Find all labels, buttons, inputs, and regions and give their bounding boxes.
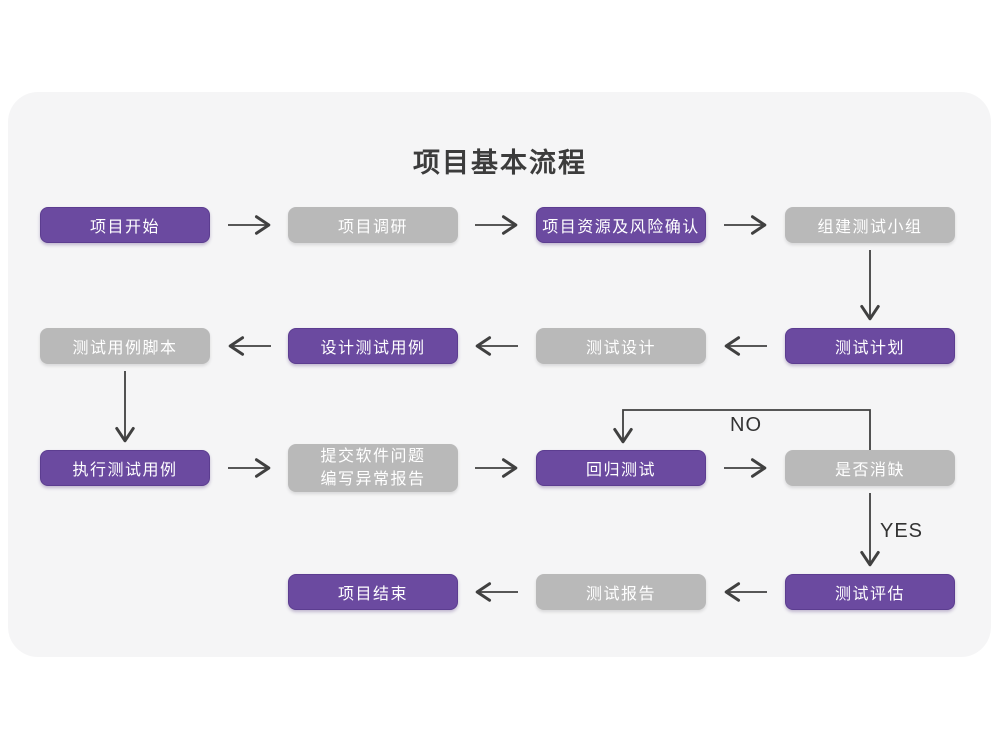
node-build-test-team: 组建测试小组 [785,207,955,243]
node-project-end: 项目结束 [288,574,458,610]
node-regression-test: 回归测试 [536,450,706,486]
no-branch-label: NO [730,414,762,436]
node-test-plan: 测试计划 [785,328,955,364]
node-run-test-cases: 执行测试用例 [40,450,210,486]
yes-branch-label: YES [880,520,924,542]
node-defect-cleared: 是否消缺 [785,450,955,486]
diagram-title: 项目基本流程 [413,148,587,178]
node-test-report: 测试报告 [536,574,706,610]
node-project-start: 项目开始 [40,207,210,243]
node-test-case-script: 测试用例脚本 [40,328,210,364]
node-design-test-cases: 设计测试用例 [288,328,458,364]
flowchart-card [8,92,991,657]
node-submit-issue-report: 提交软件问题 编写异常报告 [288,444,458,492]
node-project-research: 项目调研 [288,207,458,243]
node-test-evaluation: 测试评估 [785,574,955,610]
node-test-design: 测试设计 [536,328,706,364]
node-resource-risk: 项目资源及风险确认 [536,207,706,243]
